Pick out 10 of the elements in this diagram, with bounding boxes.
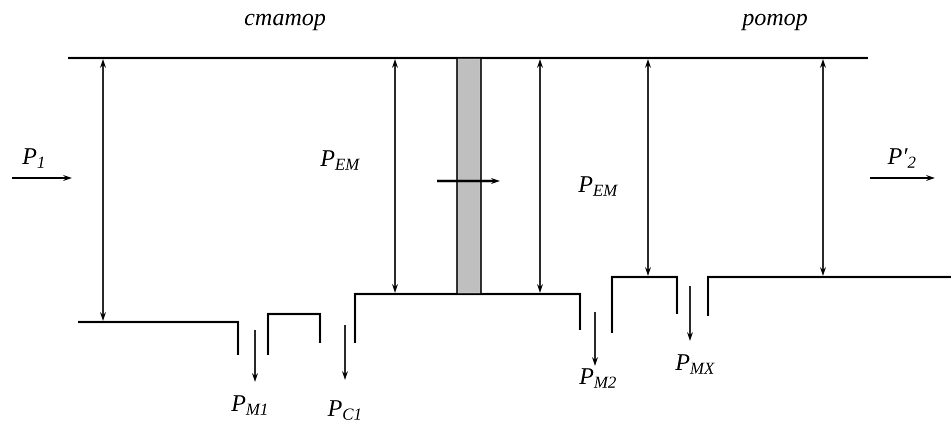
loss-label: P$_{C1}$ [328, 400, 360, 420]
part-label: статор [244, 14, 326, 30]
loss-label: P$_{M1}$ [231, 395, 266, 415]
power-label: P$_{EM}$ [320, 150, 360, 170]
power-label: P′$_{2}$ [887, 148, 916, 168]
loss-label: P$_{MX}$ [675, 354, 715, 374]
loss-label: P$_{M2}$ [579, 368, 616, 388]
power-label: P$_{1}$ [22, 148, 44, 168]
power-label: P$_{EM}$ [578, 176, 618, 196]
part-label: ротор [740, 14, 807, 30]
